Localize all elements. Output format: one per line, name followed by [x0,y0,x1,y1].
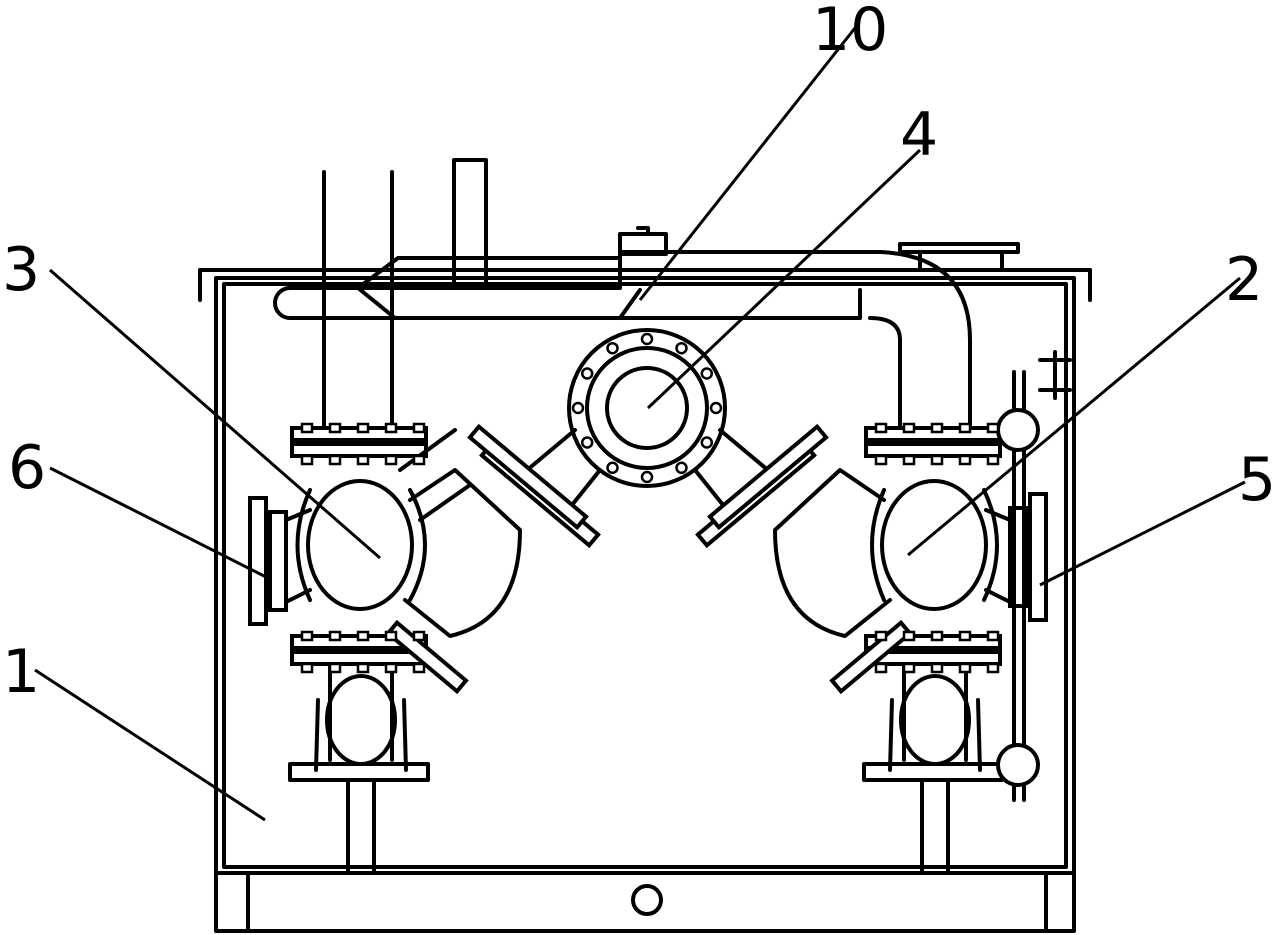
label-10: 10 [812,0,888,65]
bolt-hole [675,461,688,475]
flange-bolt [300,454,314,466]
flange-bolt [328,630,342,642]
flange-bolt [384,454,398,466]
flange-bolt [356,630,370,642]
flange-bolt [412,662,426,674]
flange-bolt [356,454,370,466]
flange-bolt [300,662,314,674]
flange-bolt [930,422,944,434]
leader-lines [34,27,1246,822]
flange-bolt [328,454,342,466]
flange-bolt [412,630,426,642]
flange-bolt [328,662,342,674]
flange-bolt [930,662,944,674]
flange-bolt [902,422,916,434]
tank-body [198,268,1092,875]
bolt-hole [640,470,654,484]
flange-bolt [958,662,972,674]
flange-bolt [958,454,972,466]
flange-bolt [874,630,888,642]
label-4: 4 [900,100,938,170]
flange-bolt [902,454,916,466]
outlet-flange [567,328,727,488]
flange-bolt [902,630,916,642]
flange-bolt [356,422,370,434]
flange-bolt [986,454,1000,466]
flange-bolt [958,422,972,434]
flange-bolt [412,454,426,466]
flange-bolt [902,662,916,674]
flange-bolt [384,630,398,642]
flange-bolt [986,422,1000,434]
base-frame [214,871,1076,933]
flange-bolt [930,454,944,466]
label-1: 1 [2,637,40,707]
header-pipe [273,226,972,432]
flange-bolt [412,422,426,434]
bolt-hole [580,367,594,380]
bolt-hole [606,461,619,475]
bolt-hole [580,436,594,449]
flange-bolt [384,422,398,434]
flange-bolt [300,630,314,642]
bolt-hole [640,332,654,346]
flange-bolt [986,662,1000,674]
inlet-pipes [322,158,488,432]
left-valve-group [248,423,601,875]
flange-bolt [328,422,342,434]
flange-bolt [874,454,888,466]
flange-bolt [300,422,314,434]
flange-bolt [958,630,972,642]
part-labels: 10 4 3 2 6 5 1 [2,0,1276,707]
flange-bolt [930,630,944,642]
bolt-hole [571,401,585,415]
bolt-hole [700,436,714,449]
flange-bolt [384,662,398,674]
right-valve-group [695,350,1072,875]
flange-bolt [874,422,888,434]
label-5: 5 [1238,445,1276,515]
label-6: 6 [8,433,46,503]
bolt-hole [709,401,723,415]
flange-bolt [986,630,1000,642]
bolt-hole [675,341,688,355]
bolt-hole [606,341,619,355]
flange-bolt [356,662,370,674]
label-3: 3 [2,235,40,305]
bolt-hole [700,367,714,380]
flange-bolt [874,662,888,674]
label-2: 2 [1225,245,1263,315]
